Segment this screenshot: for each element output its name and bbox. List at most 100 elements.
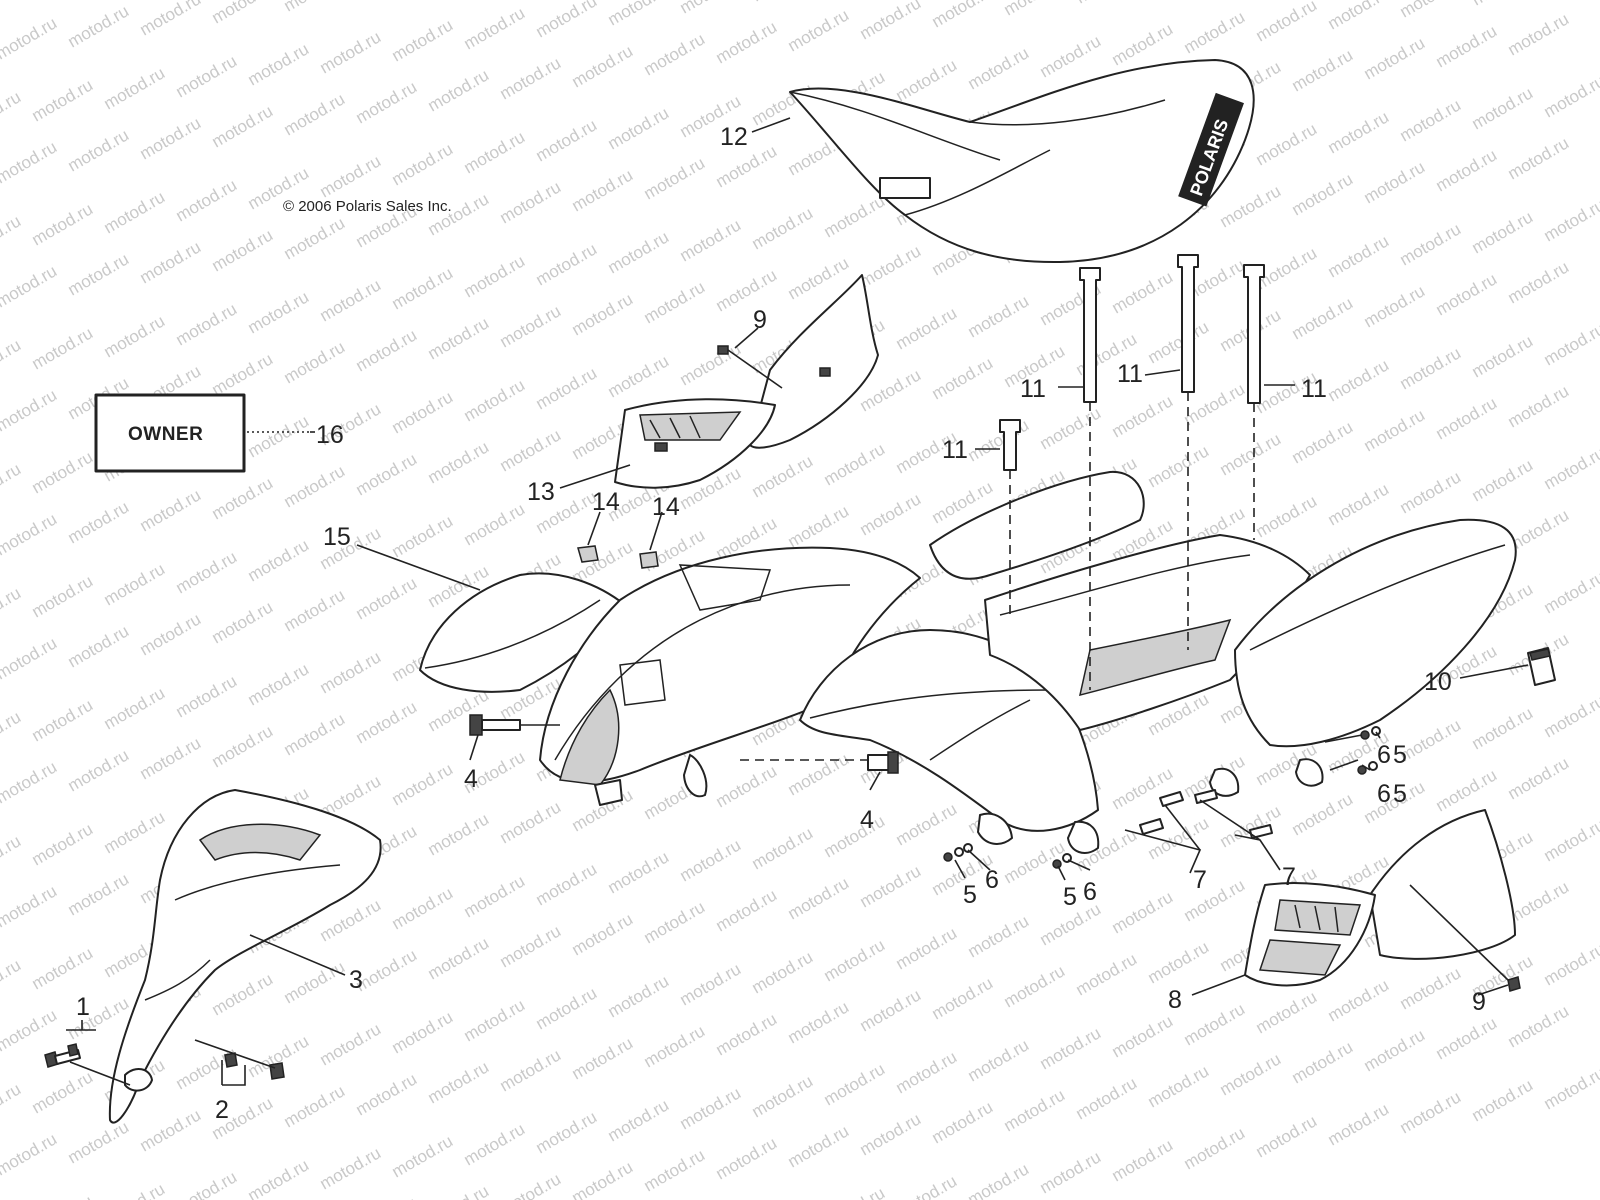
watermark-text: motod.ru bbox=[1289, 1037, 1357, 1087]
watermark-text: motod.ru bbox=[533, 363, 601, 413]
watermark-text: motod.ru bbox=[209, 0, 277, 27]
watermark-text: motod.ru bbox=[749, 823, 817, 873]
watermark-text: motod.ru bbox=[1469, 1075, 1537, 1125]
callout-14-left: 14 bbox=[592, 488, 620, 516]
watermark-text: motod.ru bbox=[1433, 21, 1501, 71]
watermark-text: motod.ru bbox=[497, 53, 565, 103]
watermark-text: motod.ru bbox=[857, 0, 925, 43]
watermark-text: motod.ru bbox=[1325, 479, 1393, 529]
main-body-fenders[interactable] bbox=[419, 470, 1517, 854]
bracket-part-10[interactable] bbox=[1527, 647, 1556, 686]
watermark-text: motod.ru bbox=[677, 215, 745, 265]
screws-part-1[interactable] bbox=[44, 1043, 81, 1068]
watermark-text: motod.ru bbox=[29, 943, 97, 993]
watermark-text: motod.ru bbox=[569, 165, 637, 215]
watermark-text: motod.ru bbox=[317, 27, 385, 77]
bolt-part-11-b[interactable] bbox=[1079, 267, 1101, 403]
side-panel-part-13[interactable] bbox=[614, 274, 879, 489]
watermark-text: motod.ru bbox=[29, 447, 97, 497]
watermark-text: motod.ru bbox=[1073, 0, 1141, 7]
watermark-text: motod.ru bbox=[389, 139, 457, 189]
watermark-text: motod.ru bbox=[209, 225, 277, 275]
screw-part-4-right[interactable] bbox=[867, 751, 899, 774]
watermark-text: motod.ru bbox=[1145, 937, 1213, 987]
watermark-text: motod.ru bbox=[893, 923, 961, 973]
bolt-part-11-c[interactable] bbox=[1177, 254, 1199, 393]
watermark-text: motod.ru bbox=[965, 1159, 1033, 1200]
watermark-text: motod.ru bbox=[1253, 0, 1321, 45]
owner-label: OWNER bbox=[128, 424, 203, 445]
screw-part-9-upper[interactable] bbox=[717, 345, 783, 389]
watermark-text: motod.ru bbox=[1001, 1085, 1069, 1135]
watermark-text: motod.ru bbox=[893, 303, 961, 353]
watermark-text: motod.ru bbox=[245, 39, 313, 89]
callout-12: 12 bbox=[720, 123, 748, 151]
watermark-text: motod.ru bbox=[389, 387, 457, 437]
watermark-text: motod.ru bbox=[317, 151, 385, 201]
watermark-text: motod.ru bbox=[1505, 133, 1573, 183]
watermark-text: motod.ru bbox=[101, 187, 169, 237]
watermark-text: motod.ru bbox=[461, 375, 529, 425]
watermark-text: motod.ru bbox=[1469, 207, 1537, 257]
callout-7-right: 7 bbox=[1282, 863, 1296, 891]
watermark-text: motod.ru bbox=[677, 0, 745, 17]
clip-part-14-right[interactable] bbox=[639, 551, 659, 569]
watermark-text: motod.ru bbox=[29, 695, 97, 745]
watermark-text: motod.ru bbox=[1541, 691, 1600, 741]
watermark-text: motod.ru bbox=[173, 175, 241, 225]
clip-part-14-left[interactable] bbox=[577, 545, 599, 563]
watermark-text: motod.ru bbox=[1037, 31, 1105, 81]
callout-5-a: 5 bbox=[1393, 741, 1407, 769]
side-panel-part-8[interactable] bbox=[1244, 809, 1516, 987]
callout-11-d: 11 bbox=[1301, 375, 1327, 403]
watermark-text: motod.ru bbox=[245, 659, 313, 709]
watermark-text: motod.ru bbox=[605, 351, 673, 401]
watermark-text: motod.ru bbox=[497, 921, 565, 971]
watermark-text: motod.ru bbox=[929, 1097, 997, 1147]
watermark-text: motod.ru bbox=[569, 41, 637, 91]
watermark-text: motod.ru bbox=[29, 75, 97, 125]
watermark-text: motod.ru bbox=[1541, 319, 1600, 369]
watermark-text: motod.ru bbox=[0, 707, 24, 757]
watermark-text: motod.ru bbox=[65, 1, 133, 51]
watermark-text: motod.ru bbox=[0, 385, 60, 435]
watermark-text: motod.ru bbox=[461, 251, 529, 301]
callout-1: 1 bbox=[76, 993, 90, 1021]
watermark-text: motod.ru bbox=[29, 571, 97, 621]
watermark-text: motod.ru bbox=[461, 871, 529, 921]
watermark-text: motod.ru bbox=[1325, 355, 1393, 405]
watermark-text: motod.ru bbox=[101, 683, 169, 733]
watermark-text: motod.ru bbox=[0, 1129, 60, 1179]
callout-6-a: 6 bbox=[1377, 741, 1391, 769]
seat-part-12[interactable]: POLARIS bbox=[789, 59, 1255, 264]
screw-part-9-lower[interactable] bbox=[1507, 976, 1521, 992]
bolt-part-11-d[interactable] bbox=[1243, 264, 1265, 404]
screw-part-4-left[interactable] bbox=[469, 714, 521, 736]
watermark-text: motod.ru bbox=[101, 1179, 169, 1200]
watermark-text: motod.ru bbox=[821, 1059, 889, 1109]
front-cover-part-3[interactable] bbox=[108, 789, 382, 1124]
watermark-text: motod.ru bbox=[65, 869, 133, 919]
watermark-text: motod.ru bbox=[1469, 455, 1537, 505]
watermark-text: motod.ru bbox=[353, 1069, 421, 1119]
watermark-text: motod.ru bbox=[1253, 1111, 1321, 1161]
watermark-text: motod.ru bbox=[173, 51, 241, 101]
watermark-text: motod.ru bbox=[821, 439, 889, 489]
watermark-text: motod.ru bbox=[317, 1019, 385, 1069]
copyright-text: © 2006 Polaris Sales Inc. bbox=[283, 198, 452, 215]
watermark-text: motod.ru bbox=[533, 983, 601, 1033]
watermark-text: motod.ru bbox=[1541, 939, 1600, 989]
washers-nuts-part-5-6[interactable] bbox=[943, 726, 1381, 869]
watermark-text: motod.ru bbox=[461, 1119, 529, 1169]
watermark-text: motod.ru bbox=[1289, 417, 1357, 467]
watermark-text: motod.ru bbox=[1325, 975, 1393, 1025]
watermark-text: motod.ru bbox=[0, 831, 24, 881]
watermark-text: motod.ru bbox=[641, 1145, 709, 1195]
watermark-text: motod.ru bbox=[1001, 961, 1069, 1011]
bolt-part-11-a[interactable] bbox=[999, 419, 1021, 471]
watermark-text: motod.ru bbox=[353, 77, 421, 127]
screws-part-7[interactable] bbox=[1139, 789, 1273, 839]
watermark-text: motod.ru bbox=[317, 647, 385, 697]
owner-decal-part-16[interactable]: OWNER bbox=[94, 393, 246, 473]
